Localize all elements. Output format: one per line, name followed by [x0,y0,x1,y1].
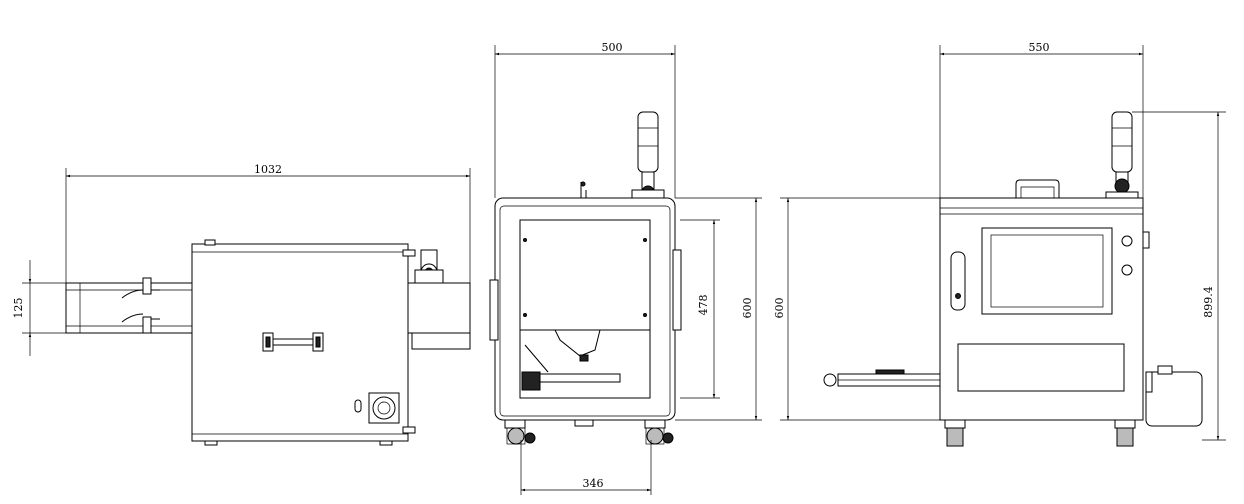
side-conveyor-clamps [121,277,160,334]
dim-front-height: 600 [741,298,754,319]
rear-touch-screen [981,227,1113,315]
side-conveyor-right [407,282,471,334]
side-key-switch [354,399,362,413]
rear-view: 550 600 899.4 [773,41,1226,447]
front-inner-window [519,219,651,331]
rear-door-lock [950,251,966,311]
side-handle [262,332,324,352]
rear-lower-panel [957,343,1125,392]
rear-signal-tower [1111,111,1133,173]
dim-front-inner-height: 478 [697,295,710,316]
rear-caster-left [944,419,966,447]
rear-side-bin [1145,371,1203,427]
dim-front-width: 500 [602,41,623,54]
dim-side-length: 1032 [254,163,282,176]
rear-top-handle [1015,179,1060,198]
rear-caster-right [1114,419,1136,447]
front-caster-right [644,419,674,445]
dim-rear-height: 600 [773,298,786,319]
rear-button-bottom [1121,264,1133,276]
front-signal-tower [637,111,659,173]
front-mechanism [519,329,651,399]
side-conveyor-left [65,282,193,334]
dim-rear-width: 550 [1029,41,1050,54]
side-view: 1032 125 [12,163,471,446]
dim-front-wheelbase: 346 [583,477,604,490]
dim-side-height: 125 [12,298,25,319]
dim-rear-total-height: 899.4 [1202,286,1215,318]
front-view: 500 478 600 346 [489,41,762,495]
front-caster-left [504,419,536,445]
rear-button-top [1121,235,1133,247]
